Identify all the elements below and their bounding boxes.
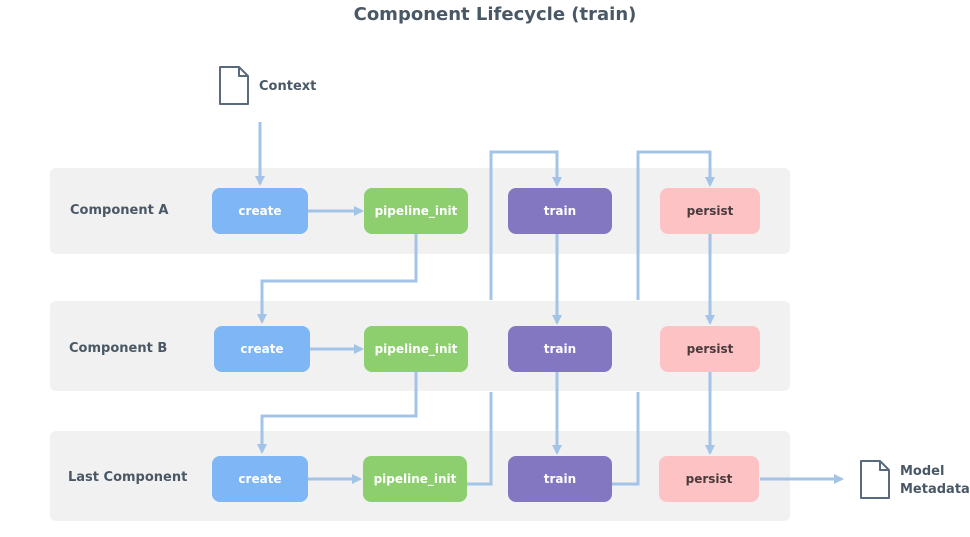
edge-pipeline-last-train-a <box>467 392 493 486</box>
node-pipeline-init-b: pipeline_init <box>364 326 468 372</box>
node-persist-last: persist <box>659 456 759 502</box>
model-label-line1: Model <box>900 464 945 479</box>
node-train-b: train <box>508 326 612 372</box>
context-document-icon <box>219 66 249 105</box>
node-pipeline-init-last: pipeline_init <box>363 456 467 502</box>
lane-label-last-component: Last Component <box>68 470 188 485</box>
model-label-line2: Metadata <box>900 482 970 497</box>
node-pipeline-init-a: pipeline_init <box>364 188 468 234</box>
node-persist-a: persist <box>660 188 760 234</box>
node-create-b: create <box>214 326 310 372</box>
lane-label-component-b: Component B <box>69 341 168 356</box>
diagram-title: Component Lifecycle (train) <box>353 4 637 25</box>
edge-pipeline-b-create-last <box>257 372 418 454</box>
node-create-a: create <box>212 188 308 234</box>
model-document-icon <box>860 460 890 499</box>
node-persist-b: persist <box>660 326 760 372</box>
edge-train-last-persist-a <box>612 392 640 486</box>
node-train-last: train <box>508 456 612 502</box>
context-label: Context <box>259 79 317 94</box>
lane-label-component-a: Component A <box>70 203 169 218</box>
node-train-a: train <box>508 188 612 234</box>
edge-pipeline-a-create-b <box>257 234 418 324</box>
node-create-last: create <box>212 456 308 502</box>
